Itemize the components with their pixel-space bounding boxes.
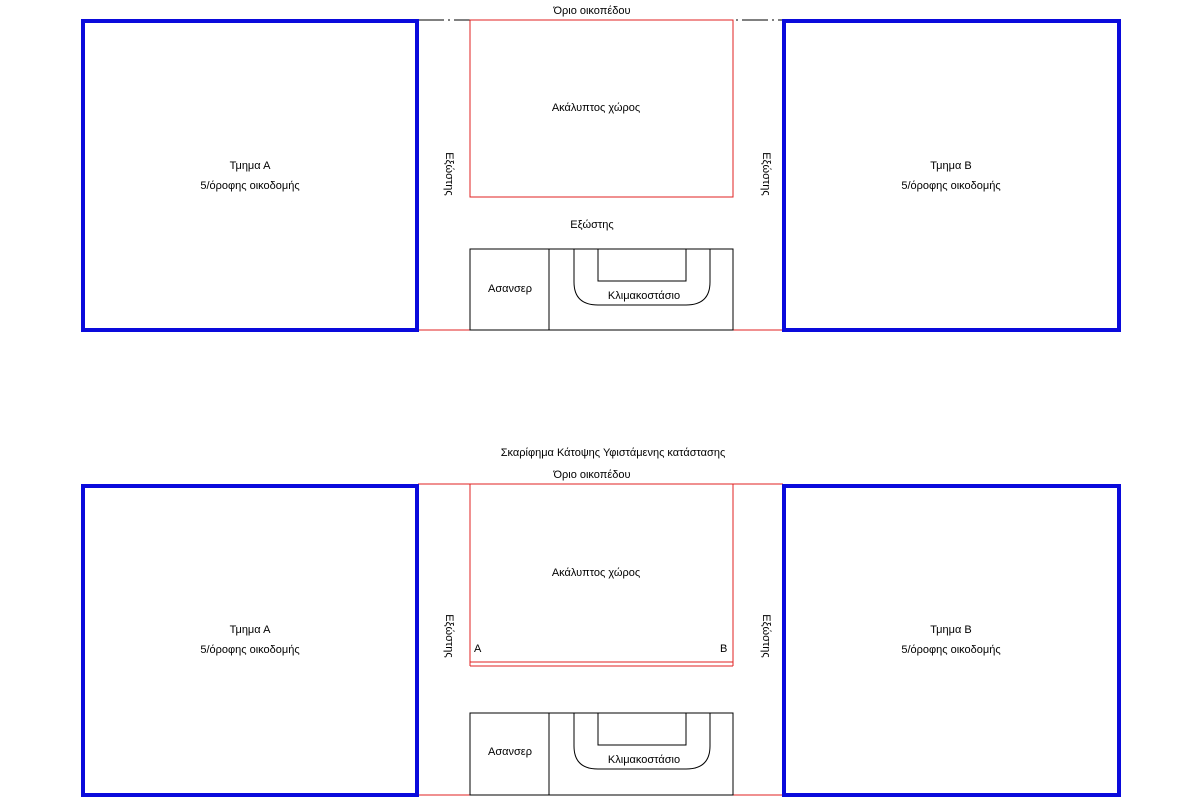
block-a-outline [81,19,419,332]
plan-existing-top: Όριο οικοπέδου Ακάλυπτος χώρος Τμημα Α 5… [81,5,1121,332]
balcony-left-label: Εξώστης [443,614,455,657]
balcony-middle-label: Εξώστης [570,219,613,231]
block-b-title: Τμημα Β [930,160,971,172]
plot-boundary-label: Όριο οικοπέδου [552,5,630,17]
elevator-label: Ασανσερ [488,283,532,295]
block-a-title: Τμημα Α [230,160,272,172]
point-b-label: B [720,643,727,655]
drawing-caption: Σκαρίφημα Κάτοψης Υφιστάμενης κατάστασης [501,447,726,459]
balcony-left-label: Εξώστης [443,152,455,195]
open-space-outline [469,483,734,663]
elevator-label: Ασανσερ [488,746,532,758]
staircase-label: Κλιμακοστάσιο [608,754,680,766]
block-b-subtitle: 5/όροφης οικοδομής [901,180,1000,192]
open-space-label: Ακάλυπτος χώρος [552,567,640,579]
block-a-outline [81,484,419,797]
point-a-label: A [474,643,482,655]
block-b-subtitle: 5/όροφης οικοδομής [901,644,1000,656]
block-a-subtitle: 5/όροφης οικοδομής [200,644,299,656]
block-a-subtitle: 5/όροφης οικοδομής [200,180,299,192]
block-b-outline [782,484,1121,797]
staircase-outline [573,248,711,306]
block-b-outline [782,19,1121,332]
balcony-right-label: Εξώστης [760,614,772,657]
open-space-label: Ακάλυπτος χώρος [552,102,640,114]
plan-existing-bottom: Όριο οικοπέδου Ακάλυπτος χώρος A B Τμημα… [81,469,1121,797]
balcony-right-label: Εξώστης [760,152,772,195]
open-space-outline [469,19,734,198]
staircase-outline [573,712,711,770]
staircase-label: Κλιμακοστάσιο [608,290,680,302]
core-outline [469,712,734,796]
core-outline [469,248,734,331]
block-b-title: Τμημα Β [930,624,971,636]
block-a-title: Τμημα Α [230,624,272,636]
plot-boundary-label: Όριο οικοπέδου [552,469,630,481]
